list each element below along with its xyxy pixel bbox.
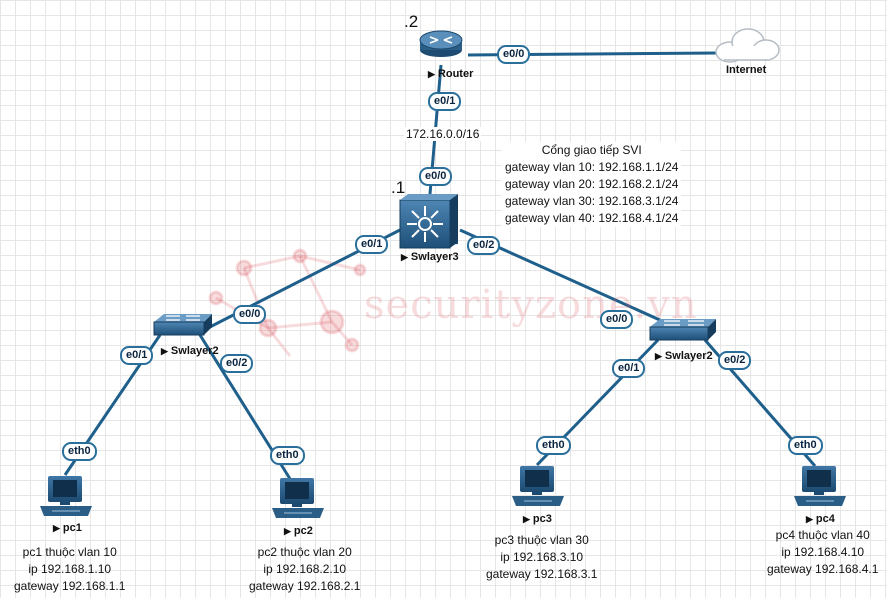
pc-info-line: gateway 192.168.2.1: [249, 579, 361, 593]
pc-info-line: pc1 thuộc vlan 10: [22, 545, 117, 559]
pc1-icon[interactable]: [40, 476, 92, 516]
swlayer2-left-name: Swlayer2: [170, 345, 219, 357]
swlayer2-right-icon[interactable]: [649, 319, 716, 341]
pc2-label: ▶pc2: [284, 525, 313, 537]
pc3-info: pc3 thuộc vlan 30 ip 192.168.3.10 gatewa…: [486, 532, 597, 583]
svi-title: Cổng giao tiếp SVI: [541, 143, 642, 157]
internet-cloud-icon[interactable]: [715, 28, 780, 63]
swlayer3-name: Swlayer3: [410, 251, 459, 263]
swlayer3-address-suffix: .1: [391, 178, 406, 197]
swlayer3-icon[interactable]: [399, 194, 458, 249]
svi-line: gateway vlan 10: 192.168.1.1/24: [505, 160, 679, 174]
pc-info-line: gateway 192.168.3.1: [486, 567, 598, 581]
pc1-label: ▶pc1: [53, 522, 82, 534]
pc2-icon[interactable]: [272, 478, 324, 518]
pc-info-line: pc4 thuộc vlan 40: [775, 528, 870, 542]
pc4-name: pc4: [815, 513, 835, 525]
play-icon: ▶: [284, 526, 291, 536]
pc1-name: pc1: [62, 522, 82, 534]
pc-info-line: ip 192.168.2.10: [263, 562, 347, 576]
play-icon: ▶: [161, 346, 168, 356]
router-icon[interactable]: [419, 30, 463, 57]
port-swlayer3-e0-0[interactable]: e0/0: [419, 167, 453, 186]
pc2-name: pc2: [293, 525, 313, 537]
port-router-e0-0[interactable]: e0/0: [497, 45, 531, 64]
svi-line: gateway vlan 40: 192.168.4.1/24: [505, 211, 679, 225]
watermark-text: securityzone.vn: [364, 282, 698, 328]
play-icon: ▶: [655, 351, 662, 361]
router-name: Router: [437, 68, 474, 80]
swlayer2-left-icon[interactable]: [153, 314, 212, 336]
svi-line: gateway vlan 30: 192.168.3.1/24: [505, 194, 679, 208]
play-icon: ▶: [428, 69, 435, 79]
network-label: 172.16.0.0/16: [404, 127, 482, 141]
svi-line: gateway vlan 20: 192.168.2.1/24: [505, 177, 679, 191]
pc-info-line: pc3 thuộc vlan 30: [494, 533, 589, 547]
play-icon: ▶: [53, 523, 60, 533]
router-address-suffix: .2: [404, 12, 419, 31]
swlayer2-right-label: ▶Swlayer2: [655, 350, 713, 362]
pc4-label: ▶pc4: [806, 513, 835, 525]
swlayer2-right-name: Swlayer2: [664, 350, 713, 362]
play-icon: ▶: [523, 514, 530, 524]
swlayer2-left-label: ▶Swlayer2: [161, 345, 219, 357]
pc-info-line: ip 192.168.4.10: [781, 545, 865, 559]
port-swlayer3-e0-2[interactable]: e0/2: [467, 236, 501, 255]
pc-info-line: pc2 thuộc vlan 20: [257, 545, 352, 559]
router-label: ▶Router: [428, 68, 473, 80]
pc3-name: pc3: [532, 513, 552, 525]
port-swright-e0-0[interactable]: e0/0: [600, 310, 634, 329]
port-swright-e0-1[interactable]: e0/1: [612, 359, 646, 378]
pc1-info: pc1 thuộc vlan 10 ip 192.168.1.10 gatewa…: [14, 544, 125, 595]
swlayer3-label: ▶Swlayer3: [401, 251, 459, 263]
port-pc1-eth0[interactable]: eth0: [62, 442, 97, 461]
pc3-label: ▶pc3: [523, 513, 552, 525]
svi-info-box: Cổng giao tiếp SVI gateway vlan 10: 192.…: [502, 142, 682, 227]
port-pc2-eth0[interactable]: eth0: [270, 446, 305, 465]
pc-info-line: ip 192.168.3.10: [500, 550, 584, 564]
pc-info-line: gateway 192.168.4.1: [767, 562, 879, 576]
port-pc4-eth0[interactable]: eth0: [788, 436, 823, 455]
play-icon: ▶: [806, 514, 813, 524]
pc4-info: pc4 thuộc vlan 40 ip 192.168.4.10 gatewa…: [767, 527, 878, 578]
pc-info-line: ip 192.168.1.10: [28, 562, 112, 576]
pc3-icon[interactable]: [512, 466, 564, 506]
port-swlayer3-e0-1[interactable]: e0/1: [355, 235, 389, 254]
port-pc3-eth0[interactable]: eth0: [536, 436, 571, 455]
watermark-graph: [208, 248, 367, 357]
pc2-info: pc2 thuộc vlan 20 ip 192.168.2.10 gatewa…: [249, 544, 360, 595]
port-swleft-e0-0[interactable]: e0/0: [233, 305, 267, 324]
internet-label: Internet: [726, 64, 767, 76]
port-swleft-e0-2[interactable]: e0/2: [220, 354, 254, 373]
pc4-icon[interactable]: [794, 466, 846, 506]
play-icon: ▶: [401, 252, 408, 262]
port-swleft-e0-1[interactable]: e0/1: [120, 346, 154, 365]
port-router-e0-1[interactable]: e0/1: [428, 92, 462, 111]
pc-info-line: gateway 192.168.1.1: [14, 579, 126, 593]
port-swright-e0-2[interactable]: e0/2: [718, 351, 752, 370]
